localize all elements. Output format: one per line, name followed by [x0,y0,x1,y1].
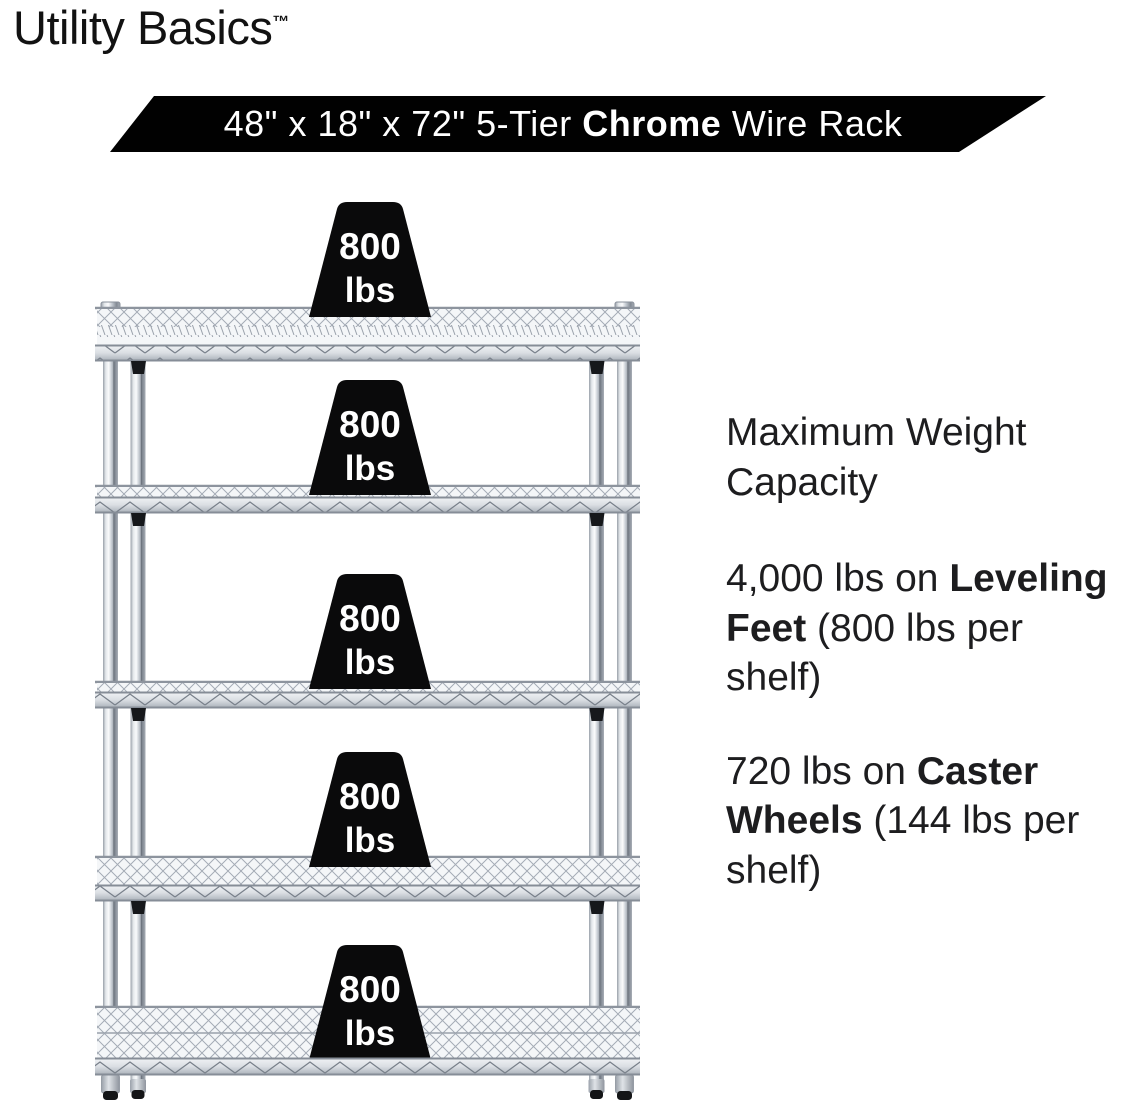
leveling-foot [588,1079,605,1099]
weight-value: 800 [339,776,401,817]
weight-marker-3: 800 lbs [309,574,431,689]
weight-marker-1: 800 lbs [309,202,431,317]
product-title-suffix: Wire Rack [721,103,903,144]
leveling-foot [130,1079,146,1099]
shelf-1-front [95,344,640,374]
weight-unit: lbs [345,271,396,310]
leveling-foot [101,1074,120,1100]
product-title-finish: Chrome [582,103,722,144]
weight-value: 800 [339,969,401,1010]
weight-unit: lbs [345,449,396,488]
product-title: 48" x 18" x 72" 5-Tier Chrome Wire Rack [224,103,903,145]
caster-wheels-capacity: 720 lbs on Caster Wheels (144 lbs per sh… [726,749,1080,892]
weight-unit: lbs [345,1014,396,1053]
shelf-5-front [95,1057,640,1076]
wire-rack-illustration: 800 lbs 800 lbs 800 lbs [85,195,645,1106]
capacity-heading: Maximum Weight Capacity [726,411,1027,504]
weight-marker-4: 800 lbs [309,752,431,867]
weight-value: 800 [339,598,401,639]
weight-unit: lbs [345,643,396,682]
capacity-info: Maximum Weight Capacity 4,000 lbs on Lev… [726,408,1126,939]
trademark-symbol: ™ [272,12,289,32]
weight-marker-5: 800 lbs [309,945,431,1060]
brand-name: Utility Basics [13,1,273,54]
weight-value: 800 [339,226,401,267]
weight-value: 800 [339,404,401,445]
brand-logo: Utility Basics™ [13,0,289,55]
product-title-prefix: 48" x 18" x 72" 5-Tier [223,103,583,144]
leveling-feet-capacity: 4,000 lbs on Leveling Feet (800 lbs per … [726,557,1108,700]
front-right-post [587,348,606,1099]
weight-marker-2: 800 lbs [309,380,431,495]
weight-unit: lbs [345,821,396,860]
shelf-2-front [95,496,640,526]
leveling-foot [615,1074,634,1100]
product-title-banner: 48" x 18" x 72" 5-Tier Chrome Wire Rack [110,96,1046,152]
shelf-3-front [95,691,640,721]
shelf-4-front [95,884,640,914]
front-left-post [128,348,148,1099]
